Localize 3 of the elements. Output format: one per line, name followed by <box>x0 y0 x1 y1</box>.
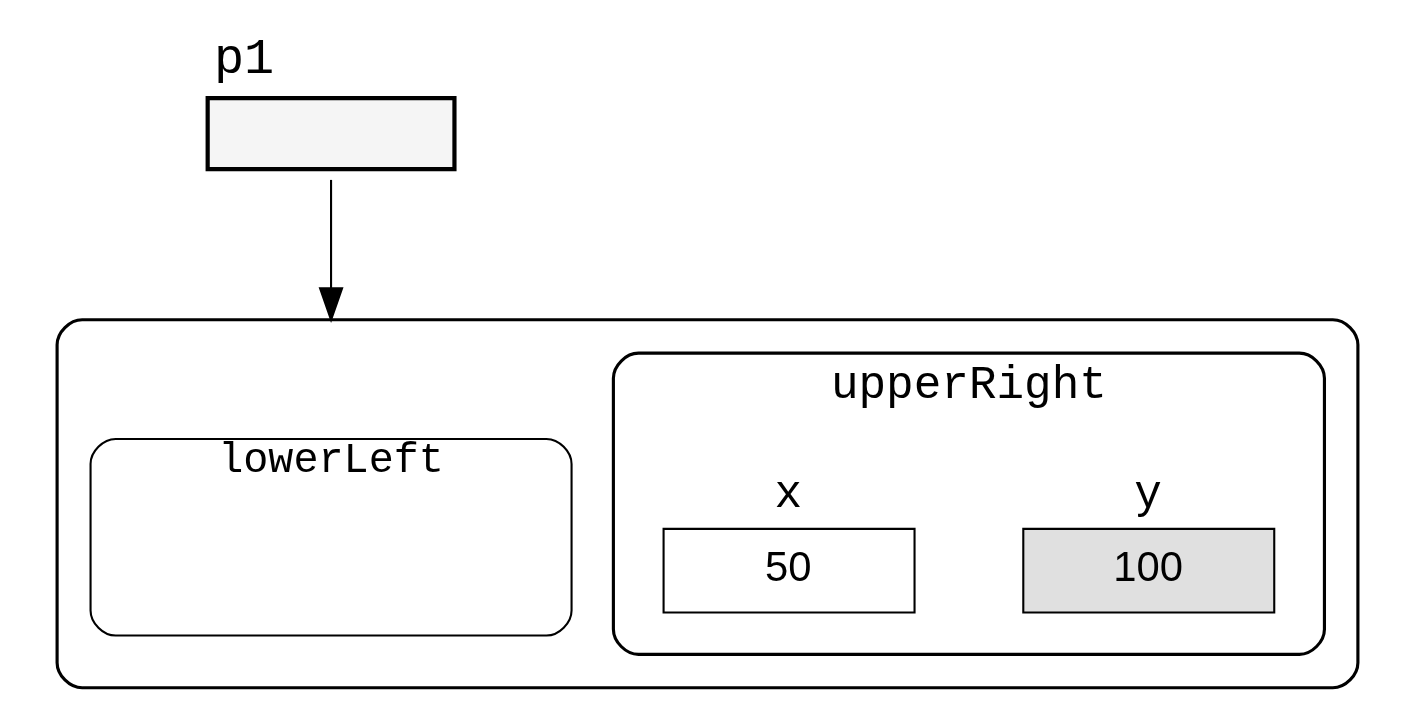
node-label: y <box>1134 469 1162 522</box>
node-label: p1 <box>213 31 275 89</box>
node-label: x <box>774 469 803 522</box>
